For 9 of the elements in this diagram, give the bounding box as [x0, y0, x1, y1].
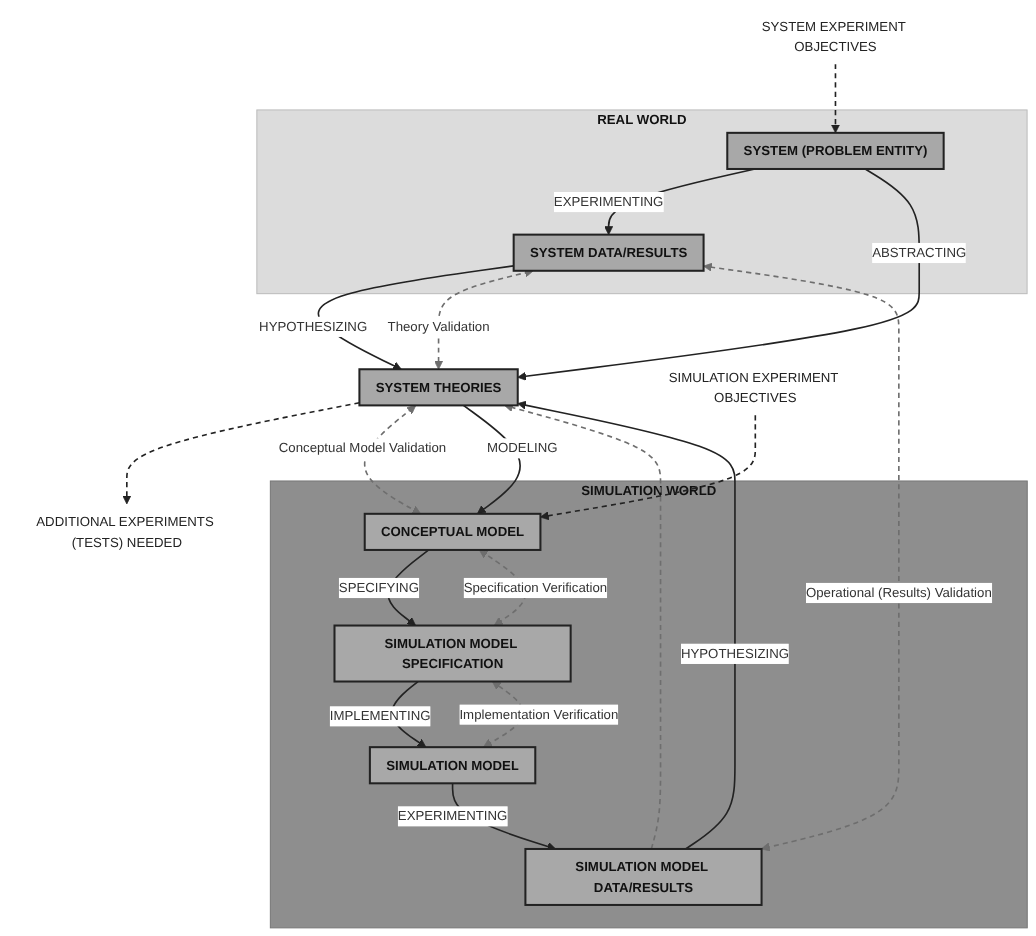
- arrow: [504, 403, 662, 850]
- arrow: [434, 268, 534, 370]
- arrow: [703, 262, 900, 852]
- arrow: [317, 265, 515, 370]
- arrow: [540, 414, 757, 521]
- arrow: [517, 400, 736, 850]
- arrow: [122, 401, 361, 505]
- arrow: [831, 63, 840, 134]
- arrow: [363, 405, 421, 515]
